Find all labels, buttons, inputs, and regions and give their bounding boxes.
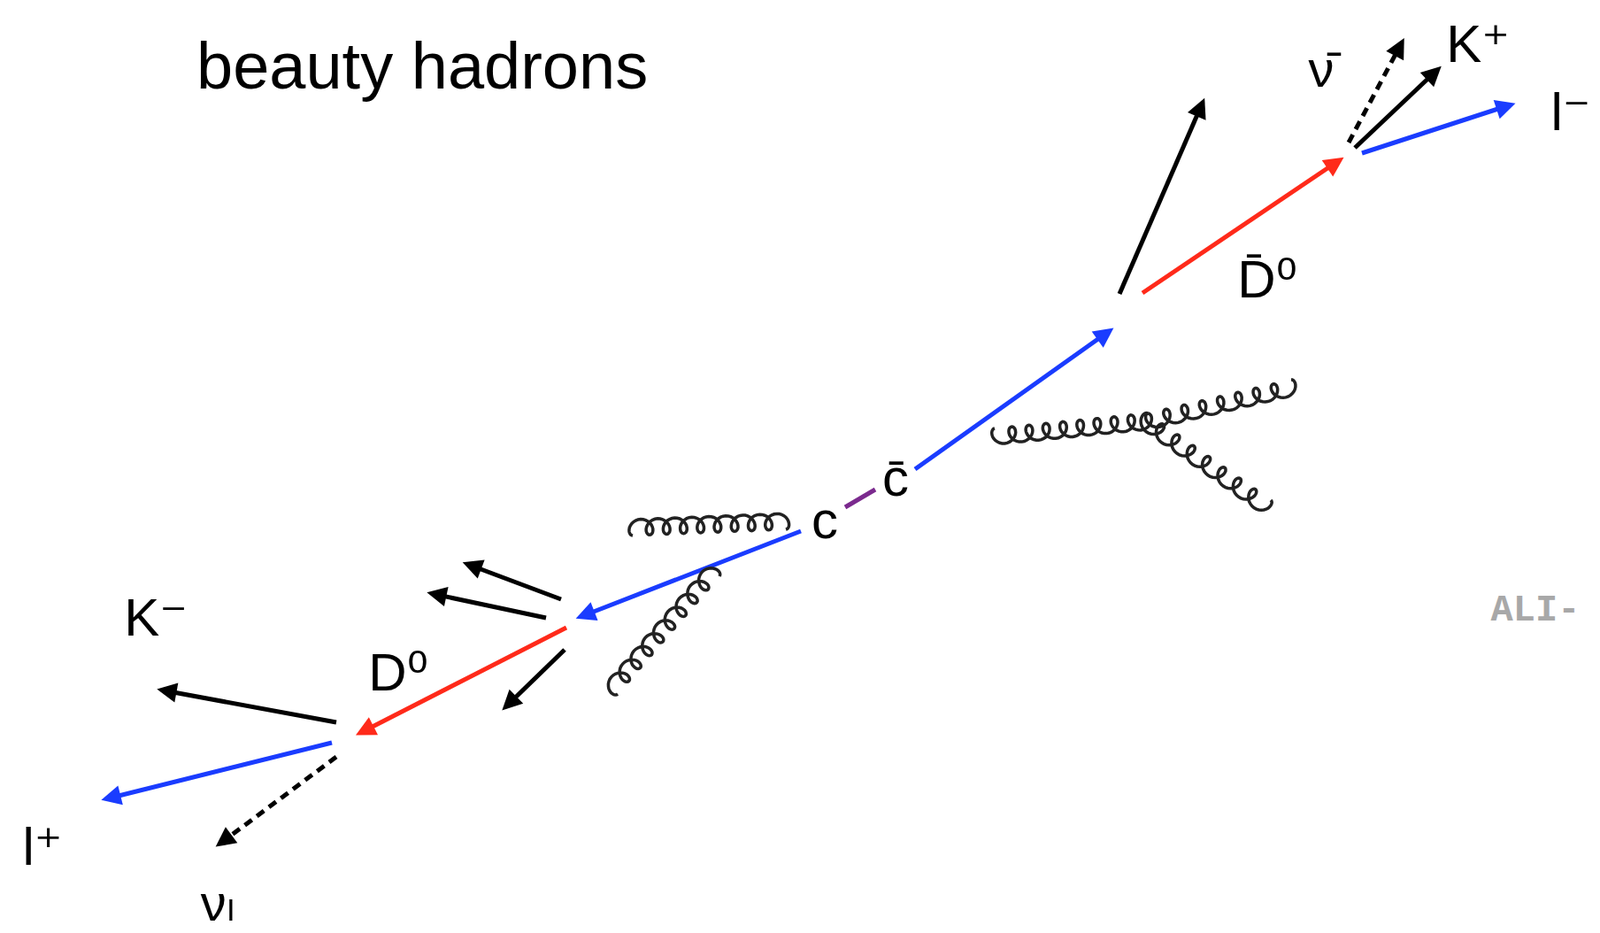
particle-label: ν̄ [1308,43,1335,95]
particle-label: l⁺ [23,820,63,874]
hadron-track [507,649,565,706]
d-track [361,627,567,732]
particle-label: D̄⁰ [1237,253,1297,307]
gluon [607,568,720,695]
hadron-track [433,593,547,618]
quark-label: c [811,493,839,547]
lepton-track [1361,105,1509,154]
neutrino-track [221,756,337,843]
particle-label: νₗ [200,876,236,929]
quark-label: c̄ [882,451,909,505]
neutrino-track [1348,44,1401,143]
lepton-track [107,742,332,799]
gluon [629,513,790,536]
particle-label: K⁻ [123,591,188,645]
particle-label: l⁻ [1551,85,1592,139]
kaon-track [163,690,337,723]
heading: beauty hadrons [196,33,648,100]
hadron-track [1119,104,1202,294]
particle-label: K⁺ [1446,17,1510,71]
watermark: ALI- [1491,592,1581,630]
gluon [1140,413,1272,511]
quark-link [845,489,876,508]
gluon [992,413,1153,444]
gluon [1146,379,1296,428]
anticharm-track [915,331,1108,470]
particle-label: D⁰ [368,646,428,700]
hadron-track [469,564,562,600]
